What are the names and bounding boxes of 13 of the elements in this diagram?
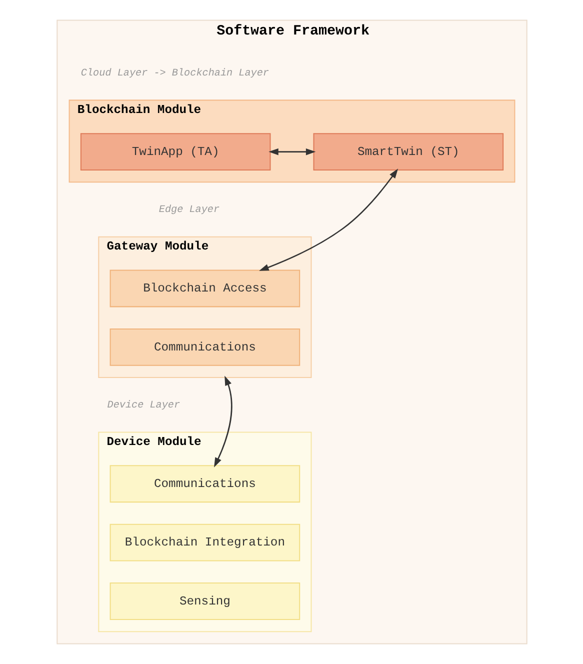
arrow (258, 168, 398, 271)
node-box: Blockchain Access (109, 270, 300, 308)
arrow (268, 148, 316, 156)
node-box: Sensing (109, 582, 300, 620)
label: Edge Layer (158, 205, 220, 216)
arrow (214, 376, 232, 468)
node-box: Communications (109, 465, 300, 503)
label: Device Layer (106, 400, 180, 412)
node-box: Blockchain Integration (109, 524, 300, 562)
node-box: TwinApp (TA) (80, 133, 270, 171)
label: Cloud Layer -> Blockchain Layer (80, 68, 269, 80)
node-box: Communications (109, 328, 300, 366)
node-box: SmartTwin (ST) (312, 133, 504, 171)
